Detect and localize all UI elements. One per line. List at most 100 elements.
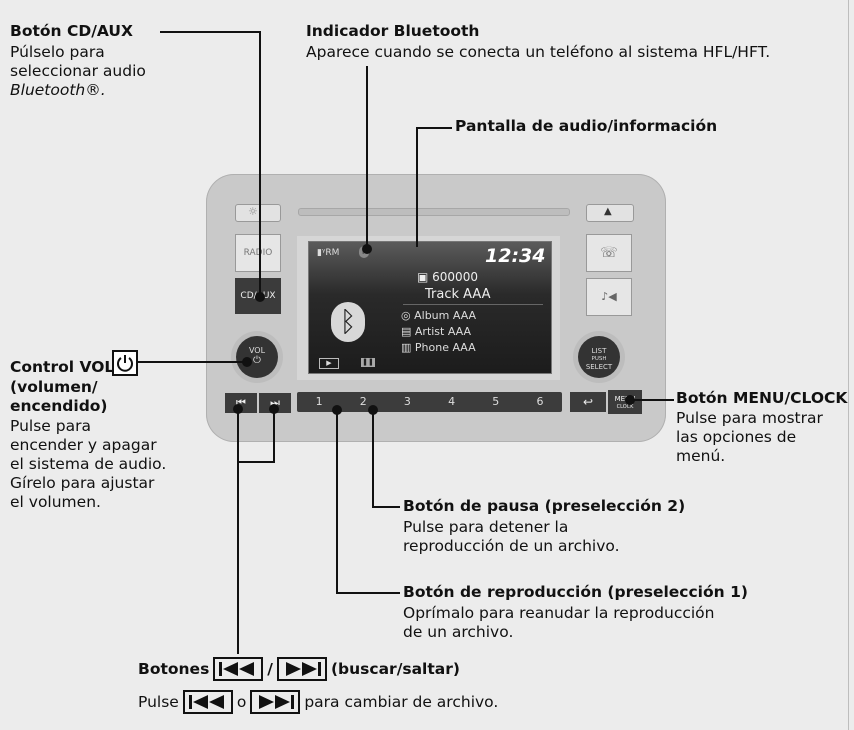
page-edge-rule bbox=[848, 0, 849, 730]
pause-status-icon: ❚❚ bbox=[361, 358, 375, 367]
skip-body-mid: o bbox=[236, 692, 247, 711]
leader-play-v bbox=[336, 410, 338, 593]
skip-title-suffix: (buscar/saltar) bbox=[330, 660, 460, 678]
vol-body-5: el volumen. bbox=[10, 493, 101, 511]
clock-time: 12:34 bbox=[485, 245, 546, 267]
album-name: Album AAA bbox=[414, 309, 477, 322]
eject-icon: ▲ bbox=[604, 206, 612, 217]
leader-display-h bbox=[416, 127, 452, 129]
preset-6-button[interactable]: 6 bbox=[536, 395, 544, 408]
leader-skip-v2 bbox=[273, 410, 275, 462]
audio-display: ▮ᵞRM ᛒ 12:34 ▣ 600000 Track AAA ᛒ ◎ Albu… bbox=[308, 241, 552, 374]
skip-body-prefix: Pulse bbox=[138, 692, 179, 711]
cd-slot bbox=[298, 208, 570, 216]
skip-title-prefix: Botones bbox=[138, 660, 210, 678]
back-arrow-icon: ↩ bbox=[582, 395, 594, 409]
skip-back-icon-inline bbox=[182, 690, 233, 714]
track-title: Track AAA bbox=[425, 287, 491, 302]
power-icon bbox=[112, 350, 138, 376]
sun-icon: ☼ bbox=[248, 205, 258, 218]
leader-skip-v1 bbox=[237, 410, 239, 654]
leader-menu-h bbox=[630, 399, 674, 401]
device-skip-forward-button[interactable]: ⏭ bbox=[259, 393, 291, 413]
vol-title-1: Control VOL/ bbox=[10, 358, 120, 376]
album-line: ◎ Album AAA bbox=[401, 309, 477, 322]
preset-3-button[interactable]: 3 bbox=[403, 395, 411, 408]
leader-skipback-dot bbox=[233, 404, 243, 414]
leader-skipfwd-dot bbox=[269, 404, 279, 414]
signal-status-icon: ▮ᵞRM bbox=[317, 248, 340, 258]
status-label: RM bbox=[325, 248, 340, 258]
voice-button[interactable]: ♪◀ bbox=[586, 278, 632, 316]
leader-play-h bbox=[336, 592, 400, 594]
preset-2-button[interactable]: 2 bbox=[359, 395, 367, 408]
vol-knob-power-icon: ⏻ bbox=[253, 355, 261, 366]
screen-divider bbox=[403, 304, 543, 305]
pause-body-1: Pulse para detener la bbox=[403, 518, 569, 536]
pause-body-2: reproducción de un archivo. bbox=[403, 537, 620, 555]
phone-icon: ☏ bbox=[600, 245, 618, 261]
vol-title-3: encendido) bbox=[10, 397, 108, 415]
vol-knob-label: VOL bbox=[248, 346, 266, 355]
skip-forward-icon bbox=[276, 657, 327, 681]
track-number-value: 600000 bbox=[432, 270, 478, 284]
vol-body-2: encender y apagar bbox=[10, 436, 157, 454]
eject-button[interactable]: ▲ bbox=[586, 204, 634, 222]
skip-title: Botones / (buscar/saltar) bbox=[138, 657, 460, 681]
cd-aux-body-3: Bluetooth®. bbox=[10, 81, 106, 99]
menu-label: MENU bbox=[608, 395, 642, 403]
push-label: PUSH bbox=[591, 356, 607, 362]
list-select-knob[interactable]: LIST PUSH SELECT bbox=[578, 336, 620, 378]
leader-bt-dot bbox=[362, 244, 372, 254]
menu-clock-body-1: Pulse para mostrar bbox=[676, 409, 823, 427]
skip-body: Pulse o para cambiar de archivo. bbox=[138, 690, 498, 714]
phone-name: Phone AAA bbox=[414, 341, 476, 354]
display-title: Pantalla de audio/información bbox=[455, 117, 718, 135]
leader-display-v bbox=[416, 127, 418, 247]
play-body-2: de un archivo. bbox=[403, 623, 514, 641]
cd-aux-title: Botón CD/AUX bbox=[10, 22, 133, 40]
vol-body-3: el sistema de audio. bbox=[10, 455, 167, 473]
leader-vol-h bbox=[138, 361, 248, 363]
skip-forward-icon-inline bbox=[250, 690, 301, 714]
menu-clock-body-2: las opciones de bbox=[676, 428, 797, 446]
leader-cdaux-dot bbox=[255, 292, 265, 302]
bluetooth-logo-icon: ᛒ bbox=[331, 302, 365, 342]
preset-1-button[interactable]: 1 bbox=[315, 395, 323, 408]
brightness-button[interactable]: ☼ bbox=[235, 204, 281, 222]
menu-clock-button[interactable]: MENU CLOCK bbox=[608, 390, 642, 414]
vol-body-4: Gírelo para ajustar bbox=[10, 474, 155, 492]
cd-aux-body-1: Púlselo para bbox=[10, 43, 105, 61]
vol-title-2: (volumen/ bbox=[10, 378, 98, 396]
leader-vol-dot bbox=[242, 357, 252, 367]
vol-knob[interactable]: VOL ⏻ bbox=[236, 336, 278, 378]
artist-name: Artist AAA bbox=[414, 325, 472, 338]
leader-menu-dot bbox=[625, 395, 635, 405]
back-button[interactable]: ↩ bbox=[570, 392, 606, 412]
cd-aux-body-2: seleccionar audio bbox=[10, 62, 146, 80]
menu-clock-body-3: menú. bbox=[676, 447, 726, 465]
skip-back-icon bbox=[213, 657, 264, 681]
skip-title-sep: / bbox=[267, 660, 273, 678]
preset-bar: 1 2 3 4 5 6 bbox=[297, 392, 562, 412]
vol-body-1: Pulse para bbox=[10, 417, 91, 435]
select-label: SELECT bbox=[585, 363, 613, 371]
phone-line: ▥ Phone AAA bbox=[401, 341, 476, 354]
play-title: Botón de reproducción (preselección 1) bbox=[403, 583, 748, 601]
leader-bt-v bbox=[366, 66, 368, 248]
phone-button[interactable]: ☏ bbox=[586, 234, 632, 272]
track-number: ▣ 600000 bbox=[417, 270, 478, 284]
leader-cdaux-v bbox=[259, 31, 261, 296]
bluetooth-indicator-title: Indicador Bluetooth bbox=[306, 22, 480, 40]
preset-5-button[interactable]: 5 bbox=[492, 395, 500, 408]
preset-4-button[interactable]: 4 bbox=[448, 395, 456, 408]
leader-pause-h bbox=[372, 506, 400, 508]
leader-cdaux-h bbox=[160, 31, 260, 33]
voice-icon: ♪◀ bbox=[601, 290, 617, 303]
leader-pause-v bbox=[372, 410, 374, 507]
radio-button[interactable]: RADIO bbox=[235, 234, 281, 272]
clock-label: CLOCK bbox=[616, 404, 634, 410]
play-status-icon: ▶ bbox=[319, 358, 339, 369]
leader-skip-h bbox=[237, 461, 275, 463]
